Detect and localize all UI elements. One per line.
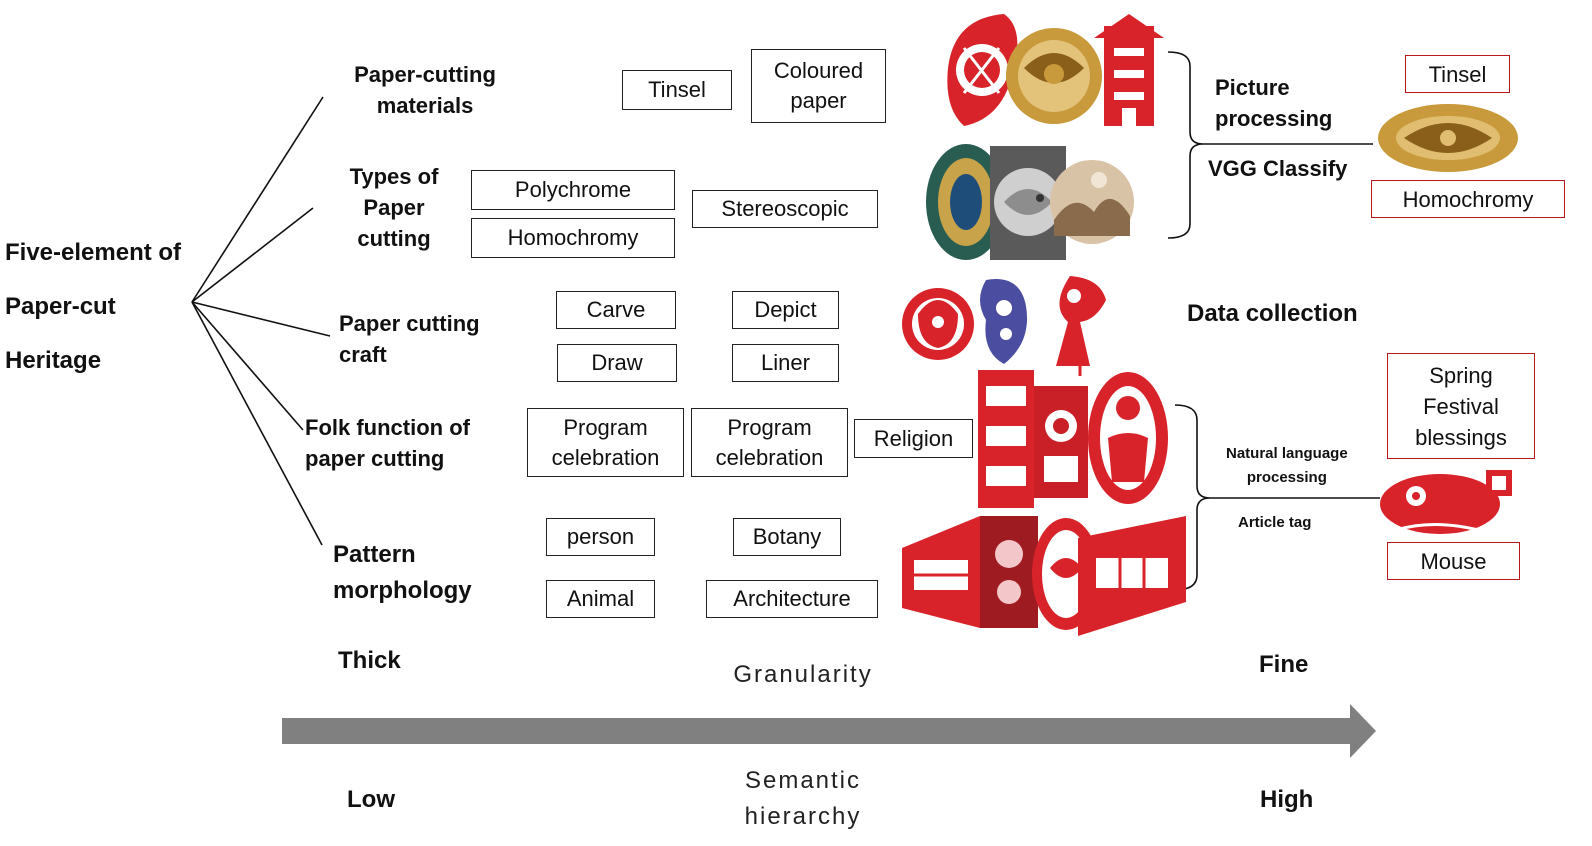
granularity-label: Granularity (733, 661, 873, 688)
item-label: Depict (754, 297, 817, 322)
item-box-person: person (546, 518, 655, 556)
output-label: Spring Festival blessings (1415, 362, 1507, 450)
item-label: Botany (752, 524, 822, 549)
fine-label: Fine (1259, 651, 1309, 678)
item-box-program-celebration-2: Program celebration (691, 408, 848, 477)
output-box-homochromy: Homochromy (1371, 180, 1565, 218)
red-building-papercut-image-1 (902, 516, 980, 628)
item-box-homochromy: Homochromy (471, 218, 675, 258)
silver-fish-stereoscopic-image (990, 146, 1066, 260)
blue-papercut-image (980, 279, 1028, 364)
thick-label: Thick (338, 647, 401, 674)
item-label: Polychrome (514, 177, 632, 202)
papercut-images-row2 (926, 144, 1134, 260)
item-label: Tinsel (648, 77, 706, 102)
branch-line-types (191, 207, 314, 303)
red-building-papercut-image-2 (1078, 516, 1186, 636)
red-panel-papercut-image-1 (978, 370, 1034, 508)
item-label: Coloured paper (773, 58, 864, 113)
picture-processing-label: Picture processing (1215, 75, 1333, 131)
output-box-spring-festival: Spring Festival blessings (1387, 353, 1535, 459)
red-deity-papercut-image (1088, 372, 1168, 504)
item-box-program-celebration-1: Program celebration (527, 408, 684, 477)
item-box-liner: Liner (732, 344, 839, 382)
item-box-botany: Botany (733, 518, 841, 556)
item-label: Stereoscopic (721, 196, 849, 221)
papercut-images-row4 (978, 370, 1168, 508)
item-label: Animal (566, 586, 635, 611)
gold-dragon-papercut-image (1006, 28, 1102, 124)
red-pagoda-papercut-image (1094, 14, 1164, 126)
branch-line-pattern (191, 301, 323, 546)
papercut-images-row5 (902, 516, 1186, 636)
data-collection-label: Data collection (1187, 300, 1358, 327)
item-label: Draw (591, 350, 643, 375)
category-folk: Folk function of paper cutting (305, 415, 470, 471)
high-label: High (1260, 786, 1314, 813)
gold-tinsel-output-image (1378, 104, 1518, 172)
output-label: Tinsel (1428, 61, 1487, 87)
red-panel-papercut-image-2 (1034, 386, 1088, 498)
item-label: Program celebration (715, 414, 824, 470)
item-box-depict: Depict (732, 291, 839, 329)
item-box-animal: Animal (546, 580, 655, 618)
vgg-classify-label: VGG Classify (1208, 156, 1348, 181)
item-label: Carve (586, 297, 646, 322)
item-box-tinsel: Tinsel (622, 70, 732, 110)
red-round-papercut-image (902, 288, 974, 360)
item-label: Program celebration (551, 414, 660, 470)
low-label: Low (347, 786, 395, 813)
item-box-coloured-paper: Coloured paper (751, 49, 886, 123)
output-label: Mouse (1420, 548, 1487, 574)
red-lady-papercut-image (1056, 276, 1106, 376)
papercut-images-row1 (947, 14, 1164, 126)
red-mouse-output-image (1380, 470, 1512, 534)
output-box-mouse: Mouse (1387, 542, 1520, 580)
papercut-images-row3 (902, 276, 1106, 376)
item-label: person (566, 524, 635, 549)
item-box-polychrome: Polychrome (471, 170, 675, 210)
red-floral-papercut-image (980, 516, 1038, 628)
peacock-stereoscopic-image (926, 144, 1006, 260)
nlp-label: Natural language processing (1226, 445, 1348, 486)
item-box-draw: Draw (557, 344, 677, 382)
article-tag-label: Article tag (1238, 514, 1312, 531)
root-title: Five-element of Paper-cut Heritage (5, 239, 182, 374)
category-pattern: Pattern morphology (333, 541, 472, 604)
item-box-religion: Religion (854, 419, 973, 458)
category-materials: Paper-cutting materials (354, 62, 496, 118)
landscape-stereoscopic-image (1050, 160, 1134, 244)
item-label: Religion (873, 425, 954, 451)
item-label: Liner (761, 350, 810, 375)
category-craft: Paper cutting craft (339, 311, 480, 367)
branch-line-craft (191, 301, 331, 337)
granularity-arrow (282, 704, 1376, 758)
red-dragon-papercut-image (947, 14, 1018, 126)
category-types: Types of Paper cutting (349, 164, 439, 251)
semantic-hierarchy-label: Semantic hierarchy (744, 767, 862, 830)
item-box-carve: Carve (556, 291, 676, 329)
bracket-top (1167, 51, 1204, 239)
branch-line-materials (191, 96, 324, 303)
item-label: Homochromy (507, 225, 639, 250)
item-box-stereoscopic: Stereoscopic (692, 190, 878, 228)
branch-line-folk (191, 301, 304, 431)
item-box-architecture: Architecture (706, 580, 878, 618)
output-box-tinsel: Tinsel (1405, 55, 1510, 93)
item-label: Architecture (733, 586, 851, 611)
output-label: Homochromy (1402, 186, 1534, 212)
